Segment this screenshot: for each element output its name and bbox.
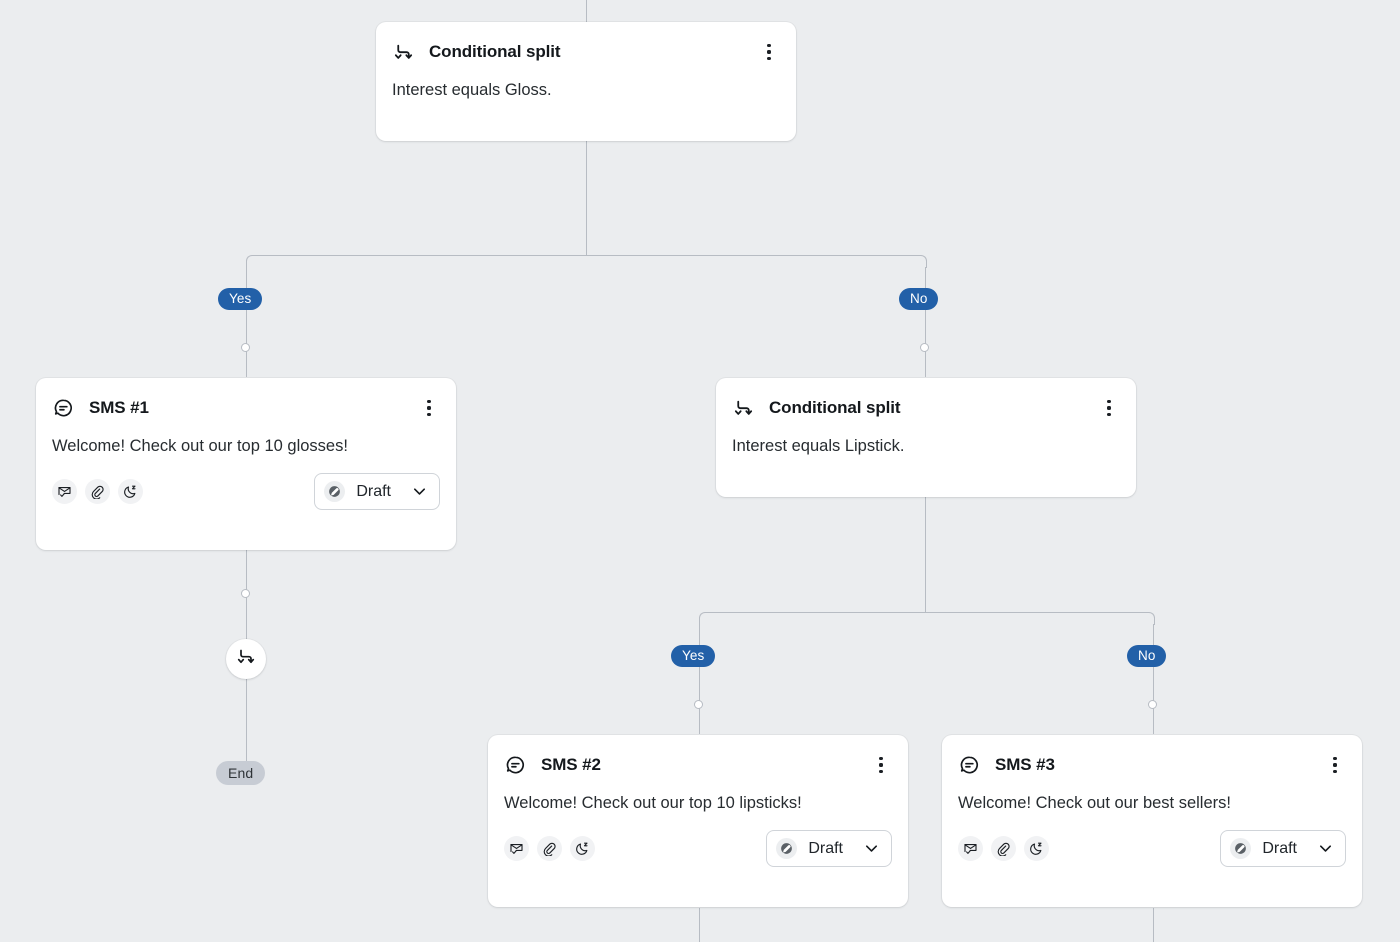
status-select-sms-2[interactable]: Draft bbox=[766, 830, 892, 868]
connector-corner-yes-2 bbox=[699, 612, 712, 625]
connector-split2-down bbox=[925, 494, 926, 612]
chevron-down-icon bbox=[863, 840, 880, 857]
kebab-menu-icon[interactable] bbox=[870, 754, 892, 776]
status-select-sms-3[interactable]: Draft bbox=[1220, 830, 1346, 868]
card-message: Welcome! Check out our top 10 lipsticks! bbox=[504, 794, 802, 812]
card-footer: Draft bbox=[36, 457, 456, 526]
connector-corner-yes-1 bbox=[246, 255, 259, 268]
conditional-split-icon bbox=[236, 647, 256, 672]
card-message: Welcome! Check out our top 10 glosses! bbox=[52, 437, 348, 455]
branch-badge-yes-1[interactable]: Yes bbox=[218, 288, 263, 310]
draft-pencil-icon bbox=[324, 481, 346, 503]
chevron-down-icon bbox=[411, 483, 428, 500]
connector-sms3-down bbox=[1153, 908, 1154, 942]
envelope-check-icon[interactable] bbox=[958, 836, 983, 862]
connector-dot-no-1[interactable] bbox=[920, 343, 929, 352]
card-sms-2[interactable]: SMS #2 Welcome! Check out our top 10 lip… bbox=[488, 735, 908, 907]
connector-splitnode-down bbox=[246, 679, 247, 763]
status-label: Draft bbox=[356, 482, 391, 500]
sms-bubble-icon bbox=[958, 754, 980, 776]
connector-branch-bar-2 bbox=[705, 612, 1148, 613]
card-header: Conditional split bbox=[376, 22, 796, 66]
paperclip-icon[interactable] bbox=[991, 836, 1016, 862]
card-header: SMS #2 bbox=[488, 735, 908, 779]
envelope-check-icon[interactable] bbox=[504, 836, 529, 862]
connector-no-1-drop bbox=[925, 267, 926, 377]
paperclip-icon[interactable] bbox=[537, 836, 562, 862]
card-chip-group bbox=[52, 479, 314, 505]
kebab-menu-icon[interactable] bbox=[1324, 754, 1346, 776]
branch-badge-no-2[interactable]: No bbox=[1127, 645, 1167, 667]
card-description: Interest equals Lipstick. bbox=[732, 437, 905, 455]
kebab-menu-icon[interactable] bbox=[758, 41, 780, 63]
connector-branch-bar-1 bbox=[252, 255, 920, 256]
status-label: Draft bbox=[1262, 839, 1297, 857]
card-chip-group bbox=[504, 836, 766, 862]
connector-dot-yes-2[interactable] bbox=[694, 700, 703, 709]
card-header: SMS #3 bbox=[942, 735, 1362, 779]
draft-pencil-icon bbox=[776, 838, 798, 860]
connector-top-split-down bbox=[586, 141, 587, 255]
connector-sms2-down bbox=[699, 908, 700, 942]
branch-badge-yes-2[interactable]: Yes bbox=[671, 645, 716, 667]
card-conditional-split-top[interactable]: Conditional split Interest equals Gloss. bbox=[376, 22, 796, 141]
end-badge: End bbox=[216, 761, 266, 785]
card-footer: Draft bbox=[942, 814, 1362, 883]
card-footer: Draft bbox=[488, 814, 908, 883]
card-title: SMS #2 bbox=[541, 755, 601, 774]
card-title: SMS #3 bbox=[995, 755, 1055, 774]
connector-yes-1-drop bbox=[246, 267, 247, 377]
moon-quiet-hours-icon[interactable] bbox=[1024, 836, 1049, 862]
card-description: Interest equals Gloss. bbox=[392, 81, 552, 99]
chevron-down-icon bbox=[1317, 840, 1334, 857]
card-title: Conditional split bbox=[769, 398, 901, 417]
card-header: Conditional split bbox=[716, 378, 1136, 422]
kebab-menu-icon[interactable] bbox=[1098, 397, 1120, 419]
envelope-check-icon[interactable] bbox=[52, 479, 77, 505]
sms-bubble-icon bbox=[504, 754, 526, 776]
paperclip-icon[interactable] bbox=[85, 479, 110, 505]
conditional-split-node-circle[interactable] bbox=[226, 639, 266, 679]
connector-corner-no-2 bbox=[1142, 612, 1155, 625]
card-chip-group bbox=[958, 836, 1220, 862]
connector-dot-sms1[interactable] bbox=[241, 589, 250, 598]
card-sms-1[interactable]: SMS #1 Welcome! Check out our top 10 glo… bbox=[36, 378, 456, 550]
card-header: SMS #1 bbox=[36, 378, 456, 422]
connector-yes-2-drop bbox=[699, 624, 700, 734]
conditional-split-icon bbox=[392, 41, 414, 63]
connector-no-2-drop bbox=[1153, 624, 1154, 734]
card-title: Conditional split bbox=[429, 42, 561, 61]
moon-quiet-hours-icon[interactable] bbox=[570, 836, 595, 862]
connector-corner-no-1 bbox=[914, 255, 927, 268]
moon-quiet-hours-icon[interactable] bbox=[118, 479, 143, 505]
card-sms-3[interactable]: SMS #3 Welcome! Check out our best selle… bbox=[942, 735, 1362, 907]
connector-dot-yes-1[interactable] bbox=[241, 343, 250, 352]
card-conditional-split-second[interactable]: Conditional split Interest equals Lipsti… bbox=[716, 378, 1136, 497]
draft-pencil-icon bbox=[1230, 838, 1252, 860]
card-title: SMS #1 bbox=[89, 398, 149, 417]
connector-dot-no-2[interactable] bbox=[1148, 700, 1157, 709]
connector-incoming-top bbox=[586, 0, 587, 22]
sms-bubble-icon bbox=[52, 397, 74, 419]
card-message: Welcome! Check out our best sellers! bbox=[958, 794, 1231, 812]
status-label: Draft bbox=[808, 839, 843, 857]
status-select-sms-1[interactable]: Draft bbox=[314, 473, 440, 511]
conditional-split-icon bbox=[732, 397, 754, 419]
branch-badge-no-1[interactable]: No bbox=[899, 288, 939, 310]
kebab-menu-icon[interactable] bbox=[418, 397, 440, 419]
